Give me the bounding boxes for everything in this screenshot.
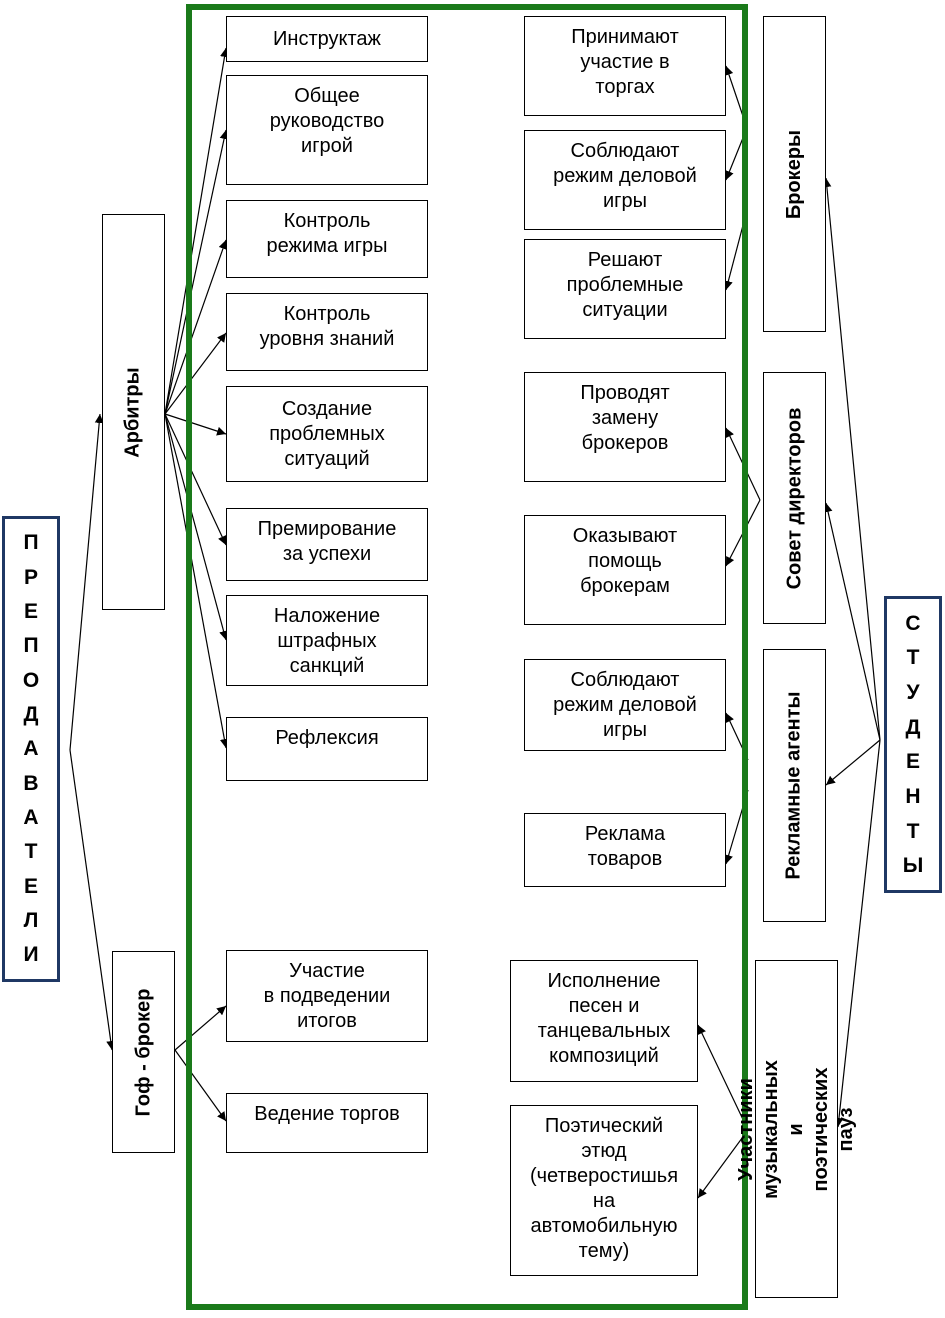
arbiter-task-box: Наложение штрафных санкций	[226, 595, 428, 686]
broker-task-text: Принимают участие в торгах	[571, 26, 679, 98]
connector-arrow	[823, 502, 881, 741]
connector-arrow	[69, 413, 104, 751]
stacked-letter: П	[23, 531, 39, 555]
broker-task-text: Соблюдают режим деловой игры	[553, 140, 697, 212]
board-box: Совет директоров	[763, 372, 826, 624]
gof-broker-box: Гоф - брокер	[112, 951, 175, 1153]
connector-arrow	[69, 749, 116, 1051]
agents-label: Рекламные агенты	[783, 691, 805, 880]
arbiter-task-text: Контроль режима игры	[266, 210, 388, 257]
board-task-box: Проводят замену брокеров	[524, 372, 726, 482]
stacked-letter: Е	[23, 874, 38, 898]
arbiter-task-text: Рефлексия	[275, 727, 379, 749]
agent-task-text: Соблюдают режим деловой игры	[553, 669, 697, 741]
connector-arrow	[164, 332, 227, 415]
stacked-letter: Т	[906, 646, 920, 670]
board-label: Совет директоров	[783, 407, 805, 589]
connector-arrow	[164, 413, 228, 641]
connector-arrow	[697, 1024, 749, 1131]
arbiter-task-box: Контроль уровня знаний	[226, 293, 428, 371]
connector-arrow	[164, 413, 227, 436]
arbiter-task-box: Премирование за успехи	[226, 508, 428, 581]
board-task-text: Проводят замену брокеров	[580, 382, 670, 454]
agent-task-text: Реклама товаров	[584, 823, 666, 870]
stacked-letter: С	[905, 611, 921, 635]
connector-arrow	[164, 239, 228, 415]
stacked-letter: В	[23, 771, 39, 795]
arbiters-label: Арбитры	[122, 366, 144, 458]
stacked-letter: Т	[906, 819, 920, 843]
arbiter-task-box: Инструктаж	[226, 16, 428, 62]
brokers-box: Брокеры	[763, 16, 826, 332]
participants-label: Участники музыкальных и поэтических пауз	[735, 1059, 858, 1199]
participant-task-box: Исполнение песен и танцевальных композиц…	[510, 960, 698, 1082]
gof-broker-label: Гоф - брокер	[132, 988, 154, 1116]
board-task-box: Оказывают помощь брокерам	[524, 515, 726, 625]
connector-arrow	[164, 413, 229, 749]
arbiter-task-text: Общее руководство игрой	[269, 85, 385, 157]
arbiter-task-text: Премирование за успехи	[257, 518, 397, 565]
participant-task-box: Поэтический этюд (четверостишья на автом…	[510, 1105, 698, 1276]
stacked-letter: Е	[23, 600, 38, 624]
participants-box: Участники музыкальных и поэтических пауз	[735, 960, 857, 1298]
stacked-letter: Д	[905, 715, 921, 739]
connector-arrow	[174, 1049, 227, 1122]
stacked-letter: Н	[905, 784, 921, 808]
arbiter-task-box: Общее руководство игрой	[226, 75, 428, 185]
connector-arrow	[174, 1005, 227, 1051]
broker-task-text: Решают проблемные ситуации	[566, 249, 684, 321]
stacked-letter: И	[23, 943, 39, 967]
stacked-letter: Д	[23, 703, 39, 727]
game-activities-frame	[186, 4, 748, 1310]
arbiters-box: Арбитры	[102, 214, 165, 610]
gof-task-box: Участие в подведении итогов	[226, 950, 428, 1042]
stacked-letter: А	[23, 806, 39, 830]
agent-task-box: Соблюдают режим деловой игры	[524, 659, 726, 751]
connector-arrow	[834, 739, 881, 1128]
stacked-letter: Ы	[902, 854, 924, 878]
stacked-letter: А	[23, 737, 39, 761]
stacked-letter: О	[22, 668, 40, 692]
arbiter-task-text: Создание проблемных ситуаций	[269, 397, 385, 470]
stacked-letter: Т	[24, 840, 38, 864]
participant-task-text: Исполнение песен и танцевальных композиц…	[537, 970, 671, 1067]
brokers-label: Брокеры	[783, 129, 805, 219]
connector-arrow	[697, 1129, 749, 1199]
broker-task-box: Принимают участие в торгах	[524, 16, 726, 116]
arbiter-task-box: Создание проблемных ситуаций	[226, 386, 428, 482]
stacked-letter: П	[23, 634, 39, 658]
participant-task-text: Поэтический этюд (четверостишья на автом…	[529, 1115, 679, 1262]
agent-task-box: Реклама товаров	[524, 813, 726, 887]
connector-arrow	[822, 177, 881, 741]
gof-task-box: Ведение торгов	[226, 1093, 428, 1153]
broker-task-box: Решают проблемные ситуации	[524, 239, 726, 339]
gof-task-text: Участие в подведении итогов	[263, 960, 391, 1032]
arbiter-task-box: Контроль режима игры	[226, 200, 428, 278]
agents-box: Рекламные агенты	[763, 649, 826, 922]
arbiter-task-text: Контроль уровня знаний	[259, 303, 395, 350]
stacked-letter: Е	[905, 750, 920, 774]
board-task-text: Оказывают помощь брокерам	[572, 525, 678, 597]
connector-arrow	[164, 413, 227, 546]
broker-task-box: Соблюдают режим деловой игры	[524, 130, 726, 230]
gof-task-text: Ведение торгов	[254, 1103, 400, 1125]
arbiter-task-text: Инструктаж	[273, 27, 381, 50]
connector-arrow	[825, 739, 881, 786]
connector-arrow	[164, 129, 229, 415]
stacked-letter: Л	[23, 909, 39, 933]
arbiter-task-text: Наложение штрафных санкций	[273, 605, 381, 677]
stacked-letter: У	[906, 680, 920, 704]
connector-arrow	[164, 47, 229, 415]
arbiter-task-box: Рефлексия	[226, 717, 428, 781]
stacked-letter: Р	[23, 565, 38, 589]
